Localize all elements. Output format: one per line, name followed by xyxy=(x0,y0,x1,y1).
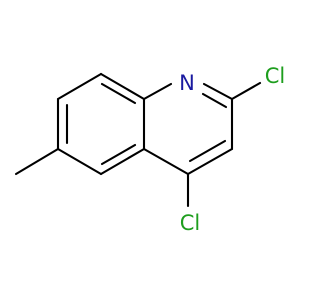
bond-n1-c2-inner xyxy=(201,92,228,109)
bond-c8a-c8-inner xyxy=(100,82,137,105)
nitrogen-atom-label: N xyxy=(179,71,195,95)
bond-c6-methyl xyxy=(14,147,60,176)
bond-c8-c7 xyxy=(56,72,103,101)
bond-c5-c4a xyxy=(99,147,146,176)
bond-c3-c4-inner xyxy=(188,139,227,163)
molecule-structure-diagram: N Cl Cl xyxy=(14,64,286,235)
bond-c2-cl xyxy=(230,81,262,101)
bond-n1-c2 xyxy=(202,82,234,101)
bond-c6-c5 xyxy=(56,147,103,176)
bond-c8a-n1 xyxy=(142,82,173,101)
chlorine-atom-label-c2: Cl xyxy=(265,64,286,88)
molecule-structure-canvas: N Cl Cl xyxy=(14,64,286,235)
bond-c8a-c8 xyxy=(99,72,146,101)
bond-c5-c4a-inner xyxy=(100,143,137,166)
bond-c3-c4 xyxy=(186,147,234,176)
chlorine-atom-label-c4: Cl xyxy=(180,211,201,235)
bond-c4-c4a xyxy=(142,147,190,176)
